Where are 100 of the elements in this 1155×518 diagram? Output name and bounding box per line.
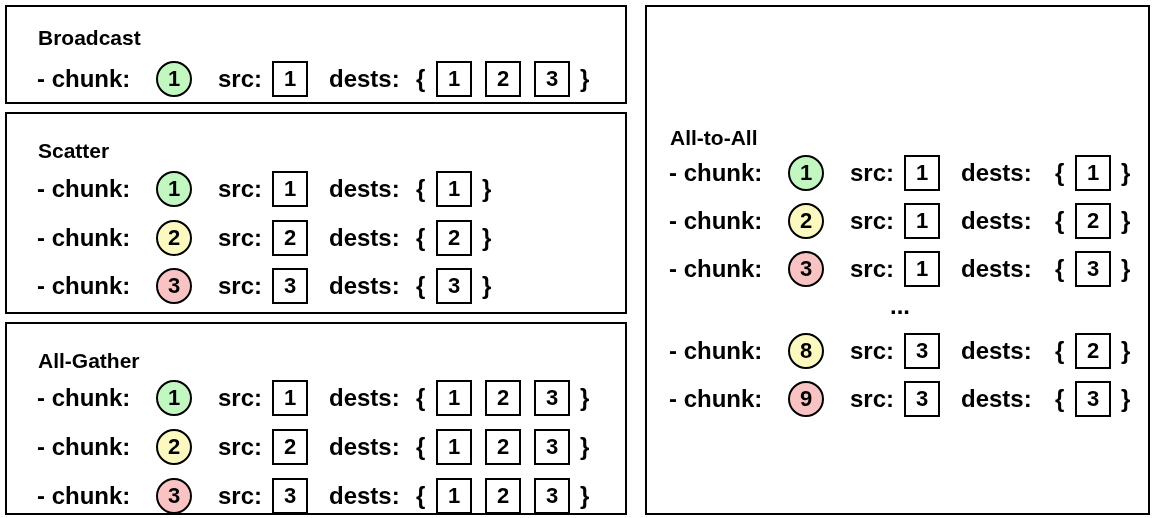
brace: } xyxy=(1121,386,1131,412)
brace: { xyxy=(416,176,426,202)
src-label: src: xyxy=(218,176,263,202)
brace: } xyxy=(580,385,590,411)
rank-box: 1 xyxy=(904,203,940,239)
dests-label: dests: xyxy=(329,176,400,202)
dests-label: dests: xyxy=(329,483,400,509)
ellipsis: ... xyxy=(890,293,910,319)
rank-box: 3 xyxy=(272,268,308,304)
brace: { xyxy=(416,434,426,460)
rank-box: 3 xyxy=(904,381,940,417)
dests-label: dests: xyxy=(329,434,400,460)
brace: } xyxy=(1121,256,1131,282)
src-label: src: xyxy=(850,338,895,364)
chunk-label: - chunk: xyxy=(669,338,763,364)
dests-label: dests: xyxy=(329,273,400,299)
chunk-label: - chunk: xyxy=(37,273,131,299)
dests-label: dests: xyxy=(961,208,1032,234)
chunk-label: - chunk: xyxy=(37,176,131,202)
rank-box: 1 xyxy=(436,171,472,207)
brace: { xyxy=(1055,208,1065,234)
dests-label: dests: xyxy=(961,256,1032,282)
brace: { xyxy=(416,273,426,299)
rank-box: 1 xyxy=(436,478,472,514)
rank-box: 1 xyxy=(436,429,472,465)
rank-box: 3 xyxy=(1075,381,1111,417)
rank-box: 3 xyxy=(534,478,570,514)
brace: } xyxy=(1121,160,1131,186)
brace: { xyxy=(416,66,426,92)
brace: } xyxy=(482,176,492,202)
brace: { xyxy=(416,385,426,411)
rank-box: 2 xyxy=(272,220,308,256)
chunk-label: - chunk: xyxy=(37,483,131,509)
brace: { xyxy=(1055,338,1065,364)
panel-box xyxy=(5,5,627,104)
panel-heading: Scatter xyxy=(38,139,110,163)
panel-box xyxy=(5,112,627,314)
brace: } xyxy=(1121,208,1131,234)
dests-label: dests: xyxy=(961,160,1032,186)
chunk-label: - chunk: xyxy=(37,385,131,411)
brace: { xyxy=(416,483,426,509)
rank-box: 2 xyxy=(1075,333,1111,369)
rank-box: 3 xyxy=(272,478,308,514)
chunk-label: - chunk: xyxy=(669,208,763,234)
rank-box: 1 xyxy=(272,380,308,416)
brace: } xyxy=(580,66,590,92)
src-label: src: xyxy=(218,273,263,299)
rank-box: 1 xyxy=(436,61,472,97)
chunk-circle: 2 xyxy=(788,203,824,239)
chunk-label: - chunk: xyxy=(669,256,763,282)
rank-box: 2 xyxy=(485,380,521,416)
chunk-circle: 1 xyxy=(156,171,192,207)
src-label: src: xyxy=(850,256,895,282)
chunk-circle: 3 xyxy=(156,268,192,304)
rank-box: 1 xyxy=(904,155,940,191)
brace: } xyxy=(482,273,492,299)
chunk-circle: 9 xyxy=(788,381,824,417)
chunk-circle: 1 xyxy=(156,61,192,97)
src-label: src: xyxy=(850,208,895,234)
rank-box: 3 xyxy=(534,429,570,465)
chunk-circle: 8 xyxy=(788,333,824,369)
panel-box xyxy=(5,322,627,515)
rank-box: 2 xyxy=(1075,203,1111,239)
src-label: src: xyxy=(218,434,263,460)
src-label: src: xyxy=(850,160,895,186)
rank-box: 2 xyxy=(485,478,521,514)
brace: } xyxy=(1121,338,1131,364)
brace: } xyxy=(580,483,590,509)
rank-box: 2 xyxy=(272,429,308,465)
brace: } xyxy=(580,434,590,460)
chunk-circle: 1 xyxy=(156,380,192,416)
rank-box: 2 xyxy=(485,61,521,97)
rank-box: 1 xyxy=(436,380,472,416)
rank-box: 1 xyxy=(904,251,940,287)
rank-box: 3 xyxy=(534,61,570,97)
src-label: src: xyxy=(218,66,263,92)
rank-box: 1 xyxy=(272,171,308,207)
dests-label: dests: xyxy=(329,225,400,251)
rank-box: 2 xyxy=(436,220,472,256)
chunk-label: - chunk: xyxy=(37,434,131,460)
chunk-circle: 3 xyxy=(156,478,192,514)
rank-box: 3 xyxy=(436,268,472,304)
chunk-circle: 3 xyxy=(788,251,824,287)
chunk-circle: 2 xyxy=(156,429,192,465)
chunk-circle: 1 xyxy=(788,155,824,191)
rank-box: 3 xyxy=(534,380,570,416)
rank-box: 2 xyxy=(485,429,521,465)
src-label: src: xyxy=(218,225,263,251)
src-label: src: xyxy=(218,483,263,509)
rank-box: 1 xyxy=(272,61,308,97)
chunk-label: - chunk: xyxy=(669,386,763,412)
dests-label: dests: xyxy=(329,66,400,92)
brace: { xyxy=(1055,160,1065,186)
src-label: src: xyxy=(218,385,263,411)
rank-box: 3 xyxy=(1075,251,1111,287)
panel-heading: Broadcast xyxy=(38,26,141,50)
brace: { xyxy=(1055,256,1065,282)
chunk-label: - chunk: xyxy=(669,160,763,186)
brace: { xyxy=(416,225,426,251)
dests-label: dests: xyxy=(961,338,1032,364)
